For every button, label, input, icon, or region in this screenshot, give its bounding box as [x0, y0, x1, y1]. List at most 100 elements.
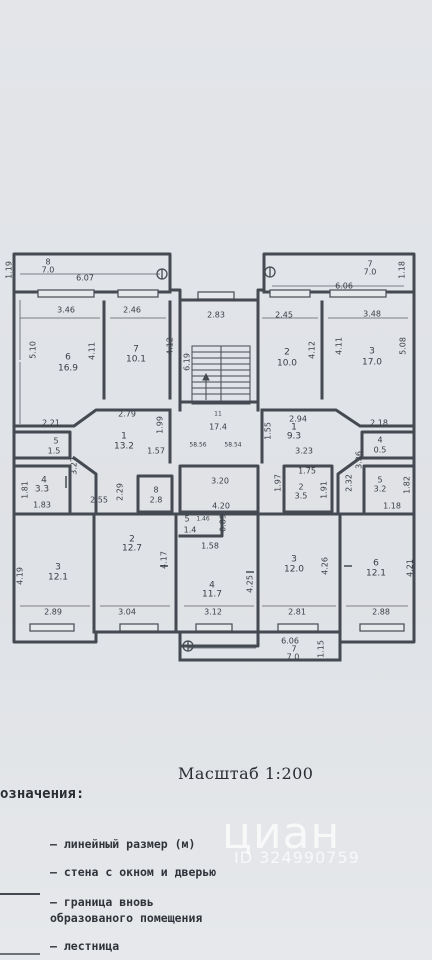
wall	[12, 464, 72, 514]
plan-label: 2.18	[370, 418, 388, 428]
plan-label: 1.91	[319, 481, 329, 499]
plan-label: 2.88	[372, 607, 390, 617]
window	[277, 623, 319, 632]
plan-label: 6.19	[182, 353, 192, 371]
plan-label: 2.21	[42, 418, 60, 428]
plan-label: 6.06	[281, 636, 299, 646]
plan-label: 2.45	[275, 310, 293, 320]
scale-label: Масштаб 1:200	[178, 764, 314, 783]
plan-label: 2.32	[344, 474, 354, 492]
plan-label: 6.06	[335, 281, 353, 291]
plan-label: 4	[41, 475, 47, 486]
plan-label: 17.0	[361, 357, 383, 368]
balcony-bottom	[178, 630, 342, 662]
watermark-id: ID 324990759	[234, 848, 360, 867]
plan-label: 4.25	[245, 575, 255, 593]
plan-label: 3	[369, 346, 375, 357]
window	[117, 289, 159, 298]
plan-label: 4.11	[87, 342, 97, 360]
wall	[71, 455, 98, 514]
plan-label: 58.54	[224, 441, 242, 449]
plan-label: 4.26	[320, 557, 330, 575]
wall	[260, 408, 416, 428]
plan-label: 11	[214, 410, 222, 418]
plan-label: 7.0	[363, 267, 377, 277]
wall	[178, 464, 260, 514]
legend-item-linear-size: – линейный размер (м)	[50, 837, 196, 851]
plan-label: 3.26	[354, 451, 364, 469]
plan-label: 9.3	[286, 431, 302, 442]
window	[37, 289, 95, 298]
plan-label: 1.18	[397, 261, 407, 279]
plan-label: 2.94	[289, 414, 307, 424]
legend-item-staircase: – лестница	[50, 939, 120, 953]
plan-label: 2	[298, 482, 304, 492]
plan-label: 17.4	[209, 422, 227, 432]
plan-label: 7	[367, 259, 373, 269]
window	[329, 289, 387, 298]
window	[269, 289, 311, 298]
plan-label: 2.55	[90, 495, 108, 505]
plan-label: 8	[45, 257, 51, 267]
plan-label: 1.46	[196, 515, 210, 523]
watermark: циан ID 324990759	[222, 808, 382, 878]
plan-label: 1.99	[155, 416, 165, 434]
plan-label: 12.1	[365, 568, 387, 579]
wall	[178, 512, 224, 538]
plan-label: 5	[184, 514, 190, 524]
plan-label: 1.55	[263, 422, 273, 440]
plan-label: 5.10	[28, 341, 38, 359]
wall	[362, 464, 416, 514]
plan-label: 4.17	[159, 551, 169, 569]
plan-label: 2.29	[115, 483, 125, 501]
window	[29, 623, 75, 632]
plan-label: 1	[291, 422, 297, 433]
wall	[136, 474, 174, 514]
plan-label: 3	[55, 562, 61, 573]
plan-label: 2.46	[123, 305, 141, 315]
plan-label: 16.9	[57, 363, 79, 374]
plan-label: 4.11	[334, 337, 344, 355]
plan-label: 5.08	[398, 337, 408, 355]
wall	[336, 455, 363, 514]
plan-label: 4.19	[15, 567, 25, 585]
plan-label: 0.89	[218, 514, 228, 532]
window	[195, 623, 233, 632]
plan-label: 2.83	[207, 310, 225, 320]
plan-label: 0.5	[373, 445, 387, 455]
plan-label: 3.23	[295, 446, 313, 456]
plan-label: 3.5	[294, 491, 308, 501]
plan-label: 8	[153, 485, 159, 495]
plan-label: 3.48	[363, 309, 381, 319]
window	[119, 623, 159, 632]
plan-label: 3.46	[57, 305, 75, 315]
plan-label: 58.56	[189, 441, 207, 449]
window	[359, 623, 405, 632]
plan-label: 11.7	[201, 589, 223, 600]
plan-label: 1.4	[183, 525, 197, 535]
plan-label: 4.21	[405, 559, 415, 577]
wall	[12, 430, 72, 460]
plan-label: 6.07	[76, 273, 94, 283]
legend-item-wall-window-door: – стена с окном и дверью	[50, 865, 217, 879]
plan-label: 3	[291, 554, 297, 565]
watermark-logo: циан	[222, 808, 341, 859]
plan-label: 4.12	[307, 341, 317, 359]
legend-item-new-boundary-cont: образованого помещения	[50, 911, 203, 925]
plan-label: 2	[129, 534, 135, 545]
plan-label: 1.19	[4, 261, 14, 279]
plan-label: 4	[377, 435, 383, 445]
plan-label: 2.89	[44, 607, 62, 617]
legend-item-new-boundary: – граница вновь	[50, 895, 154, 909]
plan-label: 1.75	[298, 466, 316, 476]
wall	[360, 430, 416, 460]
plan-label: 1.83	[33, 500, 51, 510]
plan-label: 3.20	[211, 476, 229, 486]
legend-title: означения:	[0, 786, 85, 802]
plan-label: 1	[121, 431, 127, 442]
plan-label: 13.2	[113, 441, 135, 452]
plan-label: 5	[53, 436, 59, 446]
plan-label: 1.82	[402, 476, 412, 494]
